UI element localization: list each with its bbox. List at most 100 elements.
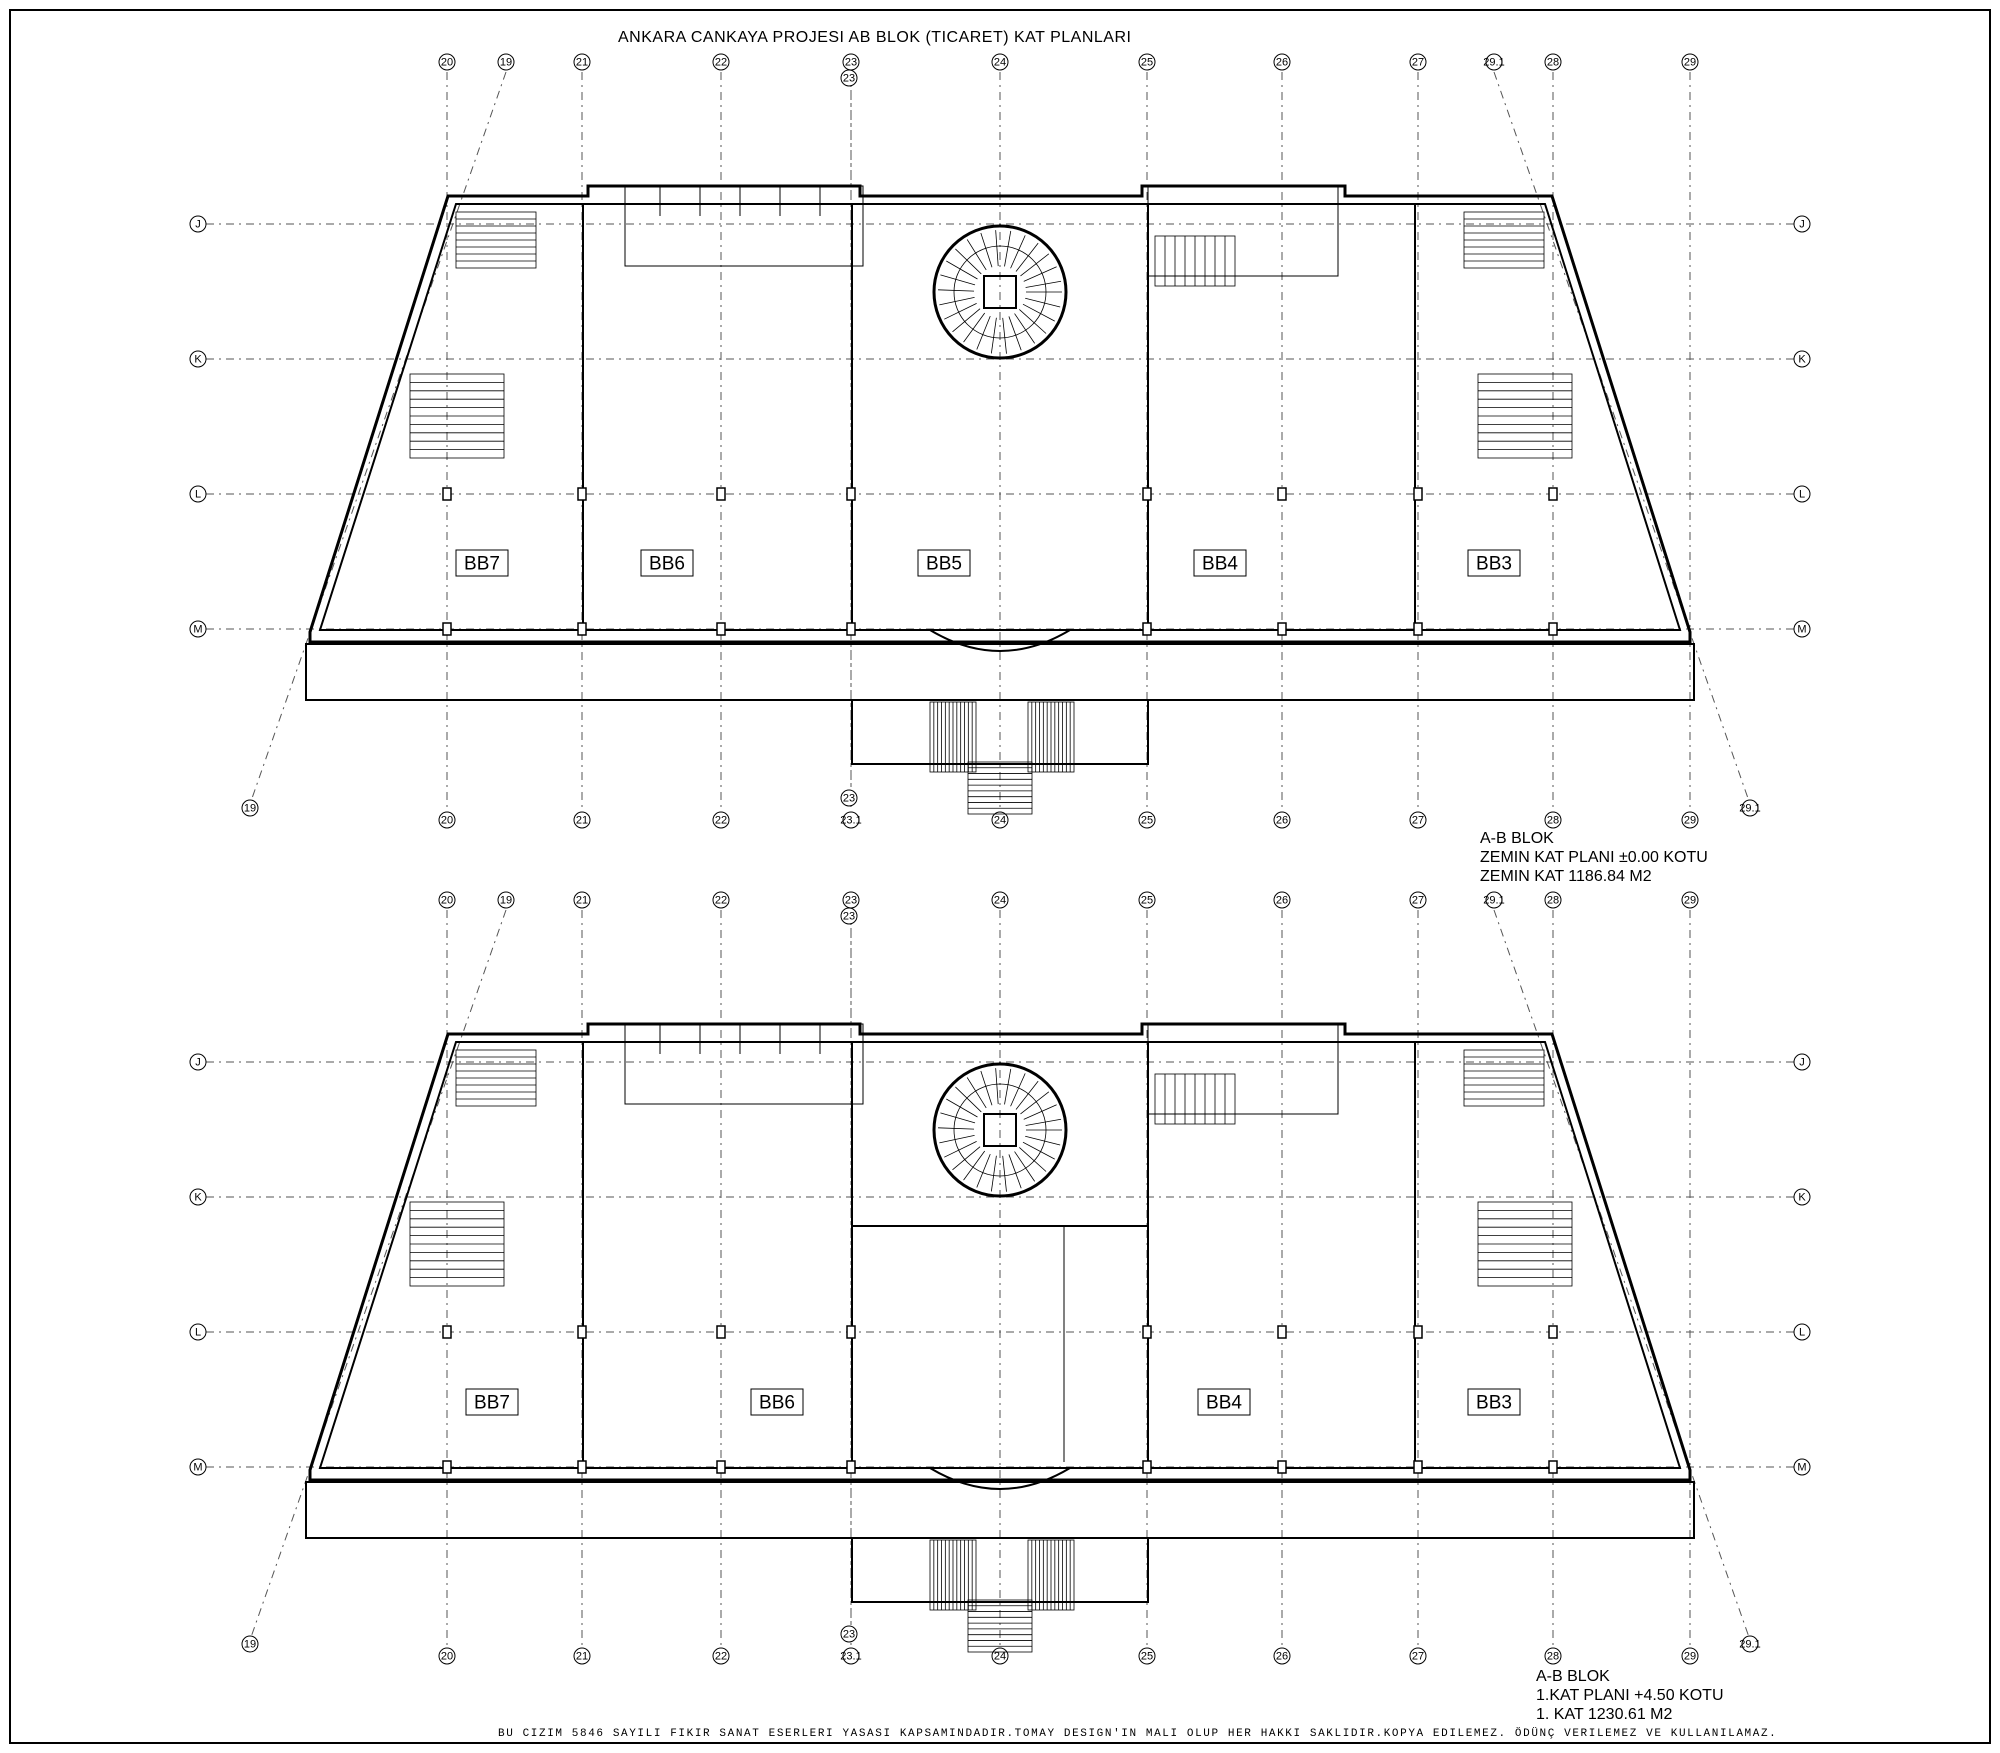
- grid-bubble-top-circle: [438, 53, 456, 71]
- grid-bubble-top-label: 23: [845, 895, 857, 907]
- unit-label: BB6: [649, 554, 685, 575]
- grid-bubble-bottom-label: 29.1: [1739, 803, 1760, 815]
- rotunda-step: [1008, 1154, 1022, 1189]
- grid-diagonal: [249, 71, 507, 805]
- grid-bubble-bottom-label: 22: [715, 1651, 727, 1663]
- grid-bubble-bottom-circle: [1741, 1635, 1759, 1653]
- grid-bubble-top-label: 22: [715, 895, 727, 907]
- grid-bubble-inner-label: 23: [843, 911, 855, 923]
- structural-column: [1413, 622, 1423, 636]
- grid-bubble-top-circle: [712, 53, 730, 71]
- grid-bubble-top-circle: [497, 53, 515, 71]
- wc-block: [624, 1023, 864, 1105]
- grid-bubble-bottom-circle: [1681, 1647, 1699, 1665]
- grid-bubble-top-circle: [1485, 891, 1503, 909]
- rotunda-step: [963, 312, 986, 343]
- rotunda-step: [1002, 317, 1007, 354]
- first-info-block: A-B BLOK: [1536, 1668, 1610, 1685]
- rotunda-outer: [932, 1062, 1068, 1198]
- rotunda-step: [980, 1070, 993, 1106]
- rotunda-step: [990, 317, 997, 354]
- grid-bubble-top-circle: [991, 891, 1009, 909]
- grid-bubble-left-label: L: [195, 1327, 201, 1339]
- copyright-note: BU CIZIM 5846 SAYILI FIKIR SANAT ESERLER…: [498, 1727, 1777, 1740]
- grid-bubble-top-circle: [1681, 891, 1699, 909]
- grid-bubble-top-label: 25: [1141, 57, 1153, 69]
- grid-bubble-right-label: M: [1797, 1462, 1806, 1474]
- unit-label: BB5: [926, 554, 962, 575]
- grid-bubble-top-circle: [1681, 53, 1699, 71]
- grid-bubble-top-circle: [1138, 53, 1156, 71]
- grid-bubble-bottom-label: 25: [1141, 1651, 1153, 1663]
- grid-bubble-bottom-label: 25: [1141, 815, 1153, 827]
- unit-label: BB3: [1476, 1393, 1512, 1414]
- rotunda-step: [1019, 1147, 1047, 1172]
- structural-column: [846, 622, 856, 636]
- ground-info-block: A-B BLOK: [1480, 830, 1554, 847]
- grid-bubble-top-circle: [1409, 891, 1427, 909]
- grid-bubble-top-label: 21: [576, 57, 588, 69]
- rotunda-step: [1014, 1151, 1036, 1182]
- grid-bubble-bottom-circle: [1409, 811, 1427, 829]
- grid-bubble-right-circle: [1793, 350, 1811, 368]
- grid-bubble-bottom-circle: [573, 811, 591, 829]
- grid-bubble-right-circle: [1793, 1458, 1811, 1476]
- grid-bubble-bottom-circle: [438, 811, 456, 829]
- building-inner-outline: [318, 1041, 1682, 1469]
- grid-bubble-left-circle: [189, 350, 207, 368]
- rotunda-step: [944, 1141, 977, 1158]
- rotunda-step: [966, 239, 987, 271]
- grid-bubble-right-circle: [1793, 1323, 1811, 1341]
- grid-bubble-top-circle: [1409, 53, 1427, 71]
- rotunda-step: [976, 1153, 991, 1188]
- rotunda-step: [940, 1112, 976, 1124]
- grid-bubble-right-label: K: [1798, 354, 1806, 366]
- grid-bubble-bottom-label: 21: [576, 815, 588, 827]
- structural-column: [1277, 1325, 1287, 1339]
- unit-label: BB4: [1206, 1393, 1242, 1414]
- lift-shaft: [983, 275, 1017, 309]
- grid-bubble-top-circle: [1544, 53, 1562, 71]
- structural-column: [716, 622, 726, 636]
- rotunda-step: [1010, 1073, 1026, 1107]
- grid-bubble-top-label: 20: [441, 57, 453, 69]
- structural-column: [1277, 1460, 1287, 1474]
- grid-bubble-left-circle: [189, 1188, 207, 1206]
- grid-bubble-top-circle: [1138, 891, 1156, 909]
- rotunda-step: [955, 1086, 982, 1113]
- grid-bubble-bottom-circle: [241, 1635, 259, 1653]
- grid-bubble-bottom-label: 28: [1547, 1651, 1559, 1663]
- grid-bubble-bottom-label: 19: [244, 1639, 256, 1651]
- unit-label-box: [1197, 1388, 1251, 1416]
- grid-bubble-top-label: 29: [1684, 895, 1696, 907]
- rotunda-step: [1022, 303, 1055, 322]
- grid-bubble-left-label: J: [195, 1057, 201, 1069]
- rotunda-step: [1004, 1068, 1012, 1105]
- ground-info-area: ZEMIN KAT 1186.84 M2: [1480, 868, 1652, 885]
- grid-bubble-bottom-label: 22: [715, 815, 727, 827]
- rotunda-step: [1015, 1080, 1039, 1110]
- rotunda-step: [1023, 266, 1057, 282]
- rotunda-step: [980, 232, 993, 268]
- grid-bubble-top-label: 27: [1412, 895, 1424, 907]
- grid-bubble-top-circle: [497, 891, 515, 909]
- unit-label: BB6: [759, 1393, 795, 1414]
- grid-bubble-top-label: 27: [1412, 57, 1424, 69]
- grid-bubble-top-label: 26: [1276, 57, 1288, 69]
- grid-bubble-bottom-circle: [438, 1647, 456, 1665]
- grid-bubble-top-label: 24: [994, 57, 1006, 69]
- rotunda-step: [955, 248, 982, 275]
- rotunda-step: [940, 274, 976, 286]
- grid-bubble-top-circle: [712, 891, 730, 909]
- sheet-border: [9, 9, 1991, 1744]
- grid-bubble-bottom-label: 29: [1684, 815, 1696, 827]
- structural-column: [1413, 1460, 1423, 1474]
- grid-bubble-bottom-circle: [712, 811, 730, 829]
- unit-label: BB3: [1476, 554, 1512, 575]
- grid-bubble-bottom-label: 28: [1547, 815, 1559, 827]
- grid-bubble-right-label: K: [1798, 1192, 1806, 1204]
- structural-column: [1142, 622, 1152, 636]
- grid-bubble-bottom-label: 26: [1276, 1651, 1288, 1663]
